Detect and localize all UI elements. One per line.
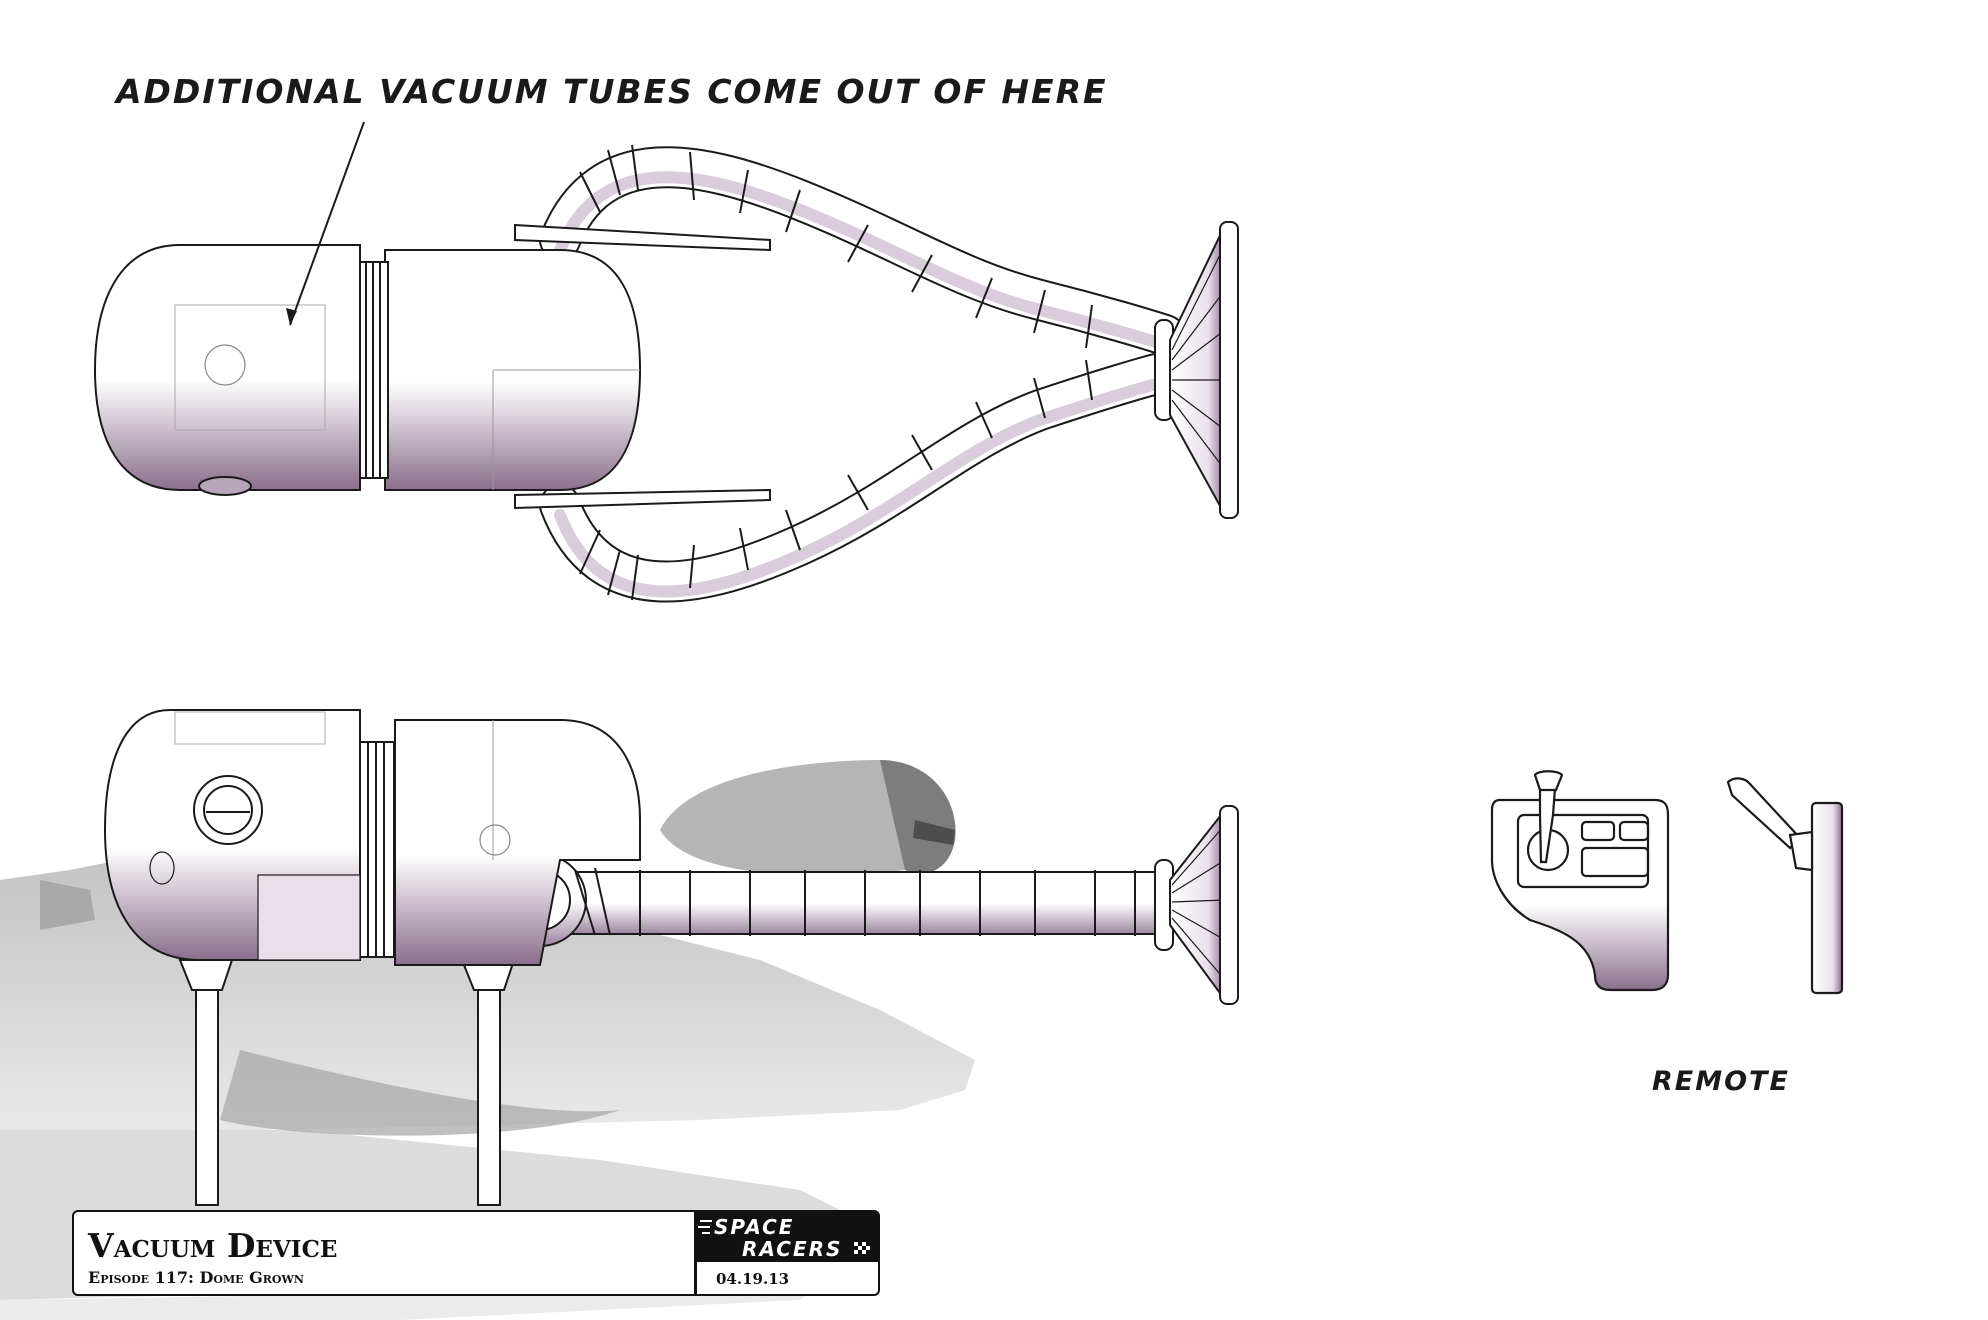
checkered-flag-icon [854, 1242, 870, 1254]
sheet-title: Vacuum Device [88, 1226, 338, 1265]
title-block-divider [694, 1212, 697, 1294]
remote-front-view [1490, 770, 1670, 992]
device-top-view [93, 144, 1239, 603]
logo-speed-lines-icon [698, 1220, 712, 1234]
sheet-date: 04.19.13 [716, 1270, 790, 1288]
callout-annotation: ADDITIONAL VACUUM TUBES COME OUT OF HERE [116, 72, 1108, 111]
logo-line-2: RACERS [742, 1237, 842, 1261]
device-side-view [103, 709, 1239, 1206]
callout-leader [289, 121, 365, 326]
space-racers-logo: SPACE RACERS [696, 1212, 878, 1262]
remote-side-view [1726, 777, 1844, 995]
episode-label: Episode 117: Dome Grown [88, 1268, 304, 1287]
logo-line-1: SPACE [714, 1215, 794, 1239]
remote-annotation: REMOTE [1652, 1066, 1790, 1097]
title-block: Vacuum Device Episode 117: Dome Grown SP… [72, 1210, 880, 1296]
